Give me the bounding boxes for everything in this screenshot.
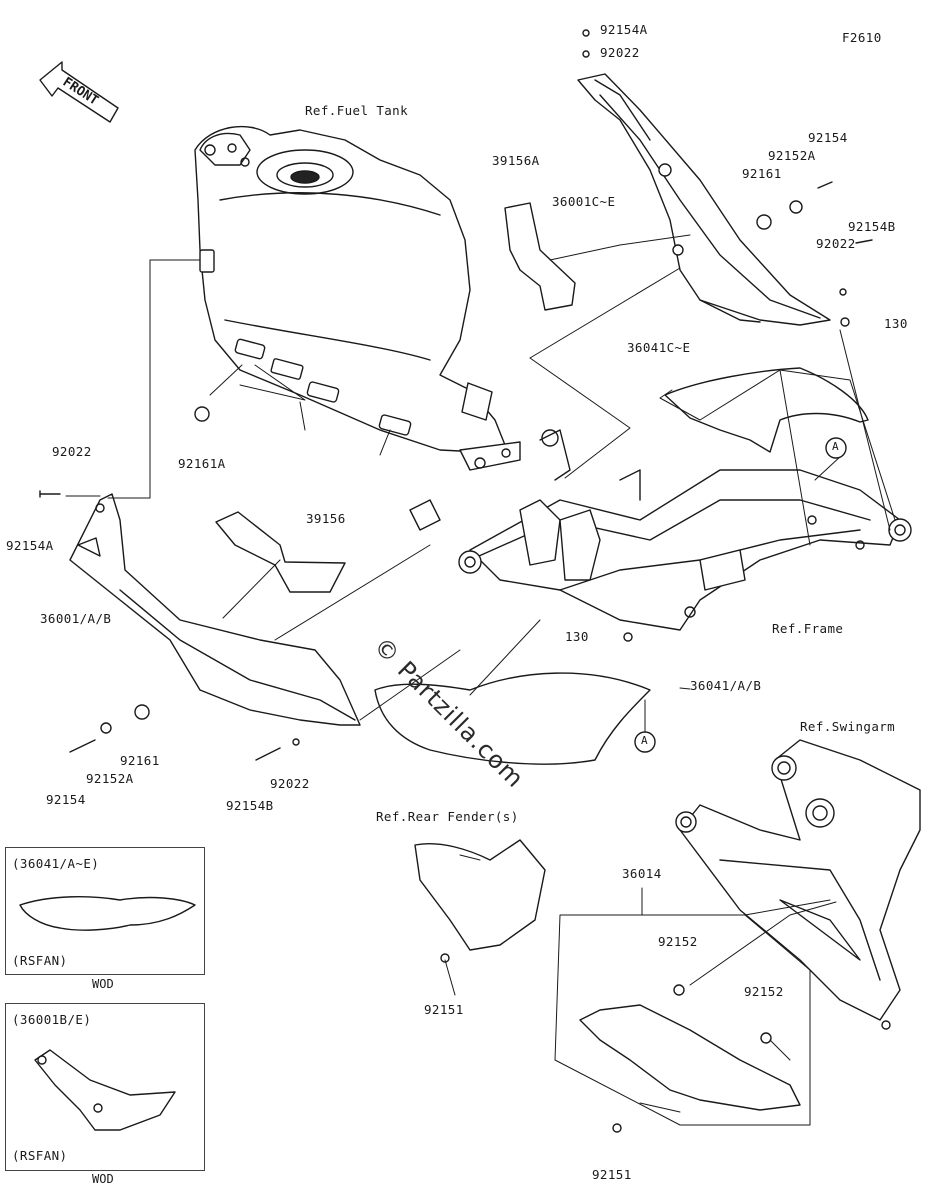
callout-a-bottom: A <box>641 734 649 747</box>
part-39156A[interactable]: 39156A <box>492 153 540 168</box>
inset-1-part-sketch <box>19 896 196 931</box>
part-92152A-right[interactable]: 92152A <box>768 148 816 163</box>
part-92152-1[interactable]: 92152 <box>658 934 698 949</box>
callout-circle-a-bottom <box>634 731 656 753</box>
ref-frame-label: Ref.Frame <box>772 621 844 636</box>
leader-lines <box>65 234 896 1126</box>
part-92161-bottom[interactable]: 92161 <box>120 753 160 768</box>
chain-guard-36014 <box>579 1004 801 1111</box>
part-92154-bottom[interactable]: 92154 <box>46 792 86 807</box>
inset-1-title: (36041/A~E) <box>12 856 100 871</box>
inset-36001 <box>5 1003 205 1171</box>
part-92022-right[interactable]: 92022 <box>816 236 856 251</box>
part-92154B-right[interactable]: 92154B <box>848 219 896 234</box>
part-36001AB[interactable]: 36001/A/B <box>40 611 112 626</box>
inner-cover-36041AB <box>374 672 651 765</box>
part-39156[interactable]: 39156 <box>306 511 346 526</box>
front-arrow-icon: FRONT <box>39 61 119 123</box>
pad-39156 <box>215 511 346 593</box>
right-side-cover-36001C-E <box>577 73 831 326</box>
inset-1-variant: (RSFAN) <box>12 953 68 968</box>
part-92151-2[interactable]: 92151 <box>592 1167 632 1182</box>
part-92152-2[interactable]: 92152 <box>744 984 784 999</box>
part-36041AB[interactable]: 36041/A/B <box>690 678 762 693</box>
figure-code: F2610 <box>842 30 882 45</box>
ref-swingarm-label: Ref.Swingarm <box>800 719 896 734</box>
ref-fuel-tank-label: Ref.Fuel Tank <box>305 103 409 118</box>
part-92161-right[interactable]: 92161 <box>742 166 782 181</box>
frame <box>409 429 912 631</box>
bolts <box>39 181 873 761</box>
inset-36041 <box>5 847 205 975</box>
fasteners <box>100 29 850 1133</box>
grommet-92161A <box>194 406 210 422</box>
part-92154B-bottom[interactable]: 92154B <box>226 798 274 813</box>
part-130-right[interactable]: 130 <box>884 316 908 331</box>
callout-circle-a-top <box>825 437 847 459</box>
part-92022-left[interactable]: 92022 <box>52 444 92 459</box>
part-92161A[interactable]: 92161A <box>178 456 226 471</box>
part-92154A-left[interactable]: 92154A <box>6 538 54 553</box>
part-36014[interactable]: 36014 <box>622 866 662 881</box>
inset-2-caption: WOD <box>92 1172 114 1186</box>
inset-2-title: (36001B/E) <box>12 1012 92 1027</box>
part-36001C-E[interactable]: 36001C~E <box>552 194 616 209</box>
left-side-cover-36001AB <box>69 493 361 726</box>
part-36041C-E[interactable]: 36041C~E <box>627 340 691 355</box>
rear-fender <box>414 839 546 951</box>
inset-1-caption: WOD <box>92 977 114 991</box>
ref-rear-fender-label: Ref.Rear Fender(s) <box>376 809 519 824</box>
part-92154A-top[interactable]: 92154A <box>600 22 648 37</box>
swingarm <box>675 739 921 1030</box>
pad-39156A <box>504 202 576 311</box>
part-92022-top[interactable]: 92022 <box>600 45 640 60</box>
inset-2-variant: (RSFAN) <box>12 1148 68 1163</box>
inset-2-part-sketch <box>34 1049 176 1131</box>
part-92152A-bottom[interactable]: 92152A <box>86 771 134 786</box>
part-92151-1[interactable]: 92151 <box>424 1002 464 1017</box>
fuel-tank <box>194 125 521 471</box>
part-92154-right[interactable]: 92154 <box>808 130 848 145</box>
callout-a-top: A <box>832 440 840 453</box>
part-130-center[interactable]: 130 <box>565 629 589 644</box>
part-92022-bottom[interactable]: 92022 <box>270 776 310 791</box>
